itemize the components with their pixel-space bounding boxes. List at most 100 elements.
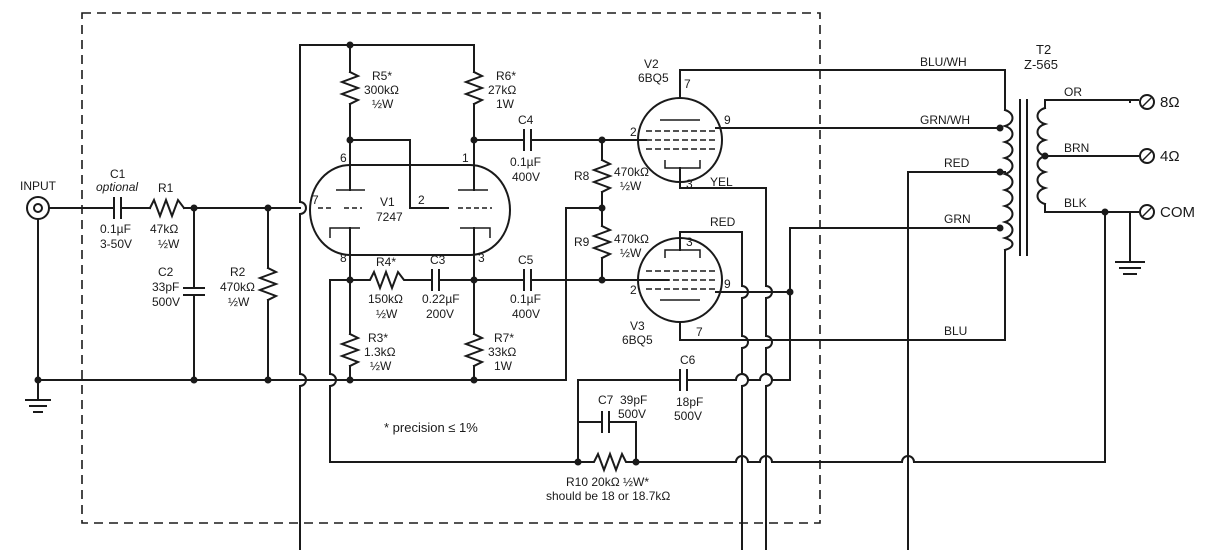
- r7-value: 33kΩ: [488, 345, 516, 359]
- c7-rating: 500V: [618, 407, 646, 421]
- r5-value: 300kΩ: [364, 83, 399, 97]
- r9-name: R9: [574, 235, 590, 249]
- r2-name: R2: [230, 265, 246, 279]
- r3-name: R3*: [368, 331, 388, 345]
- r9-resistor: [591, 207, 613, 281]
- c4-value: 0.1µF: [510, 155, 541, 169]
- r3-resistor: [339, 279, 361, 381]
- v3-pin-3: 3: [686, 235, 693, 249]
- r4-value: 150kΩ: [368, 292, 403, 306]
- r4-resistor: [349, 269, 431, 291]
- c7-capacitor: [577, 411, 637, 463]
- output-com-label: COM: [1160, 204, 1195, 221]
- r5-resistor: [339, 44, 361, 141]
- r8-name: R8: [574, 169, 590, 183]
- terminal-8-ohm: [1139, 94, 1155, 110]
- c3-capacitor: [431, 269, 475, 291]
- ground-symbol-input: [25, 399, 51, 413]
- wire-blu-wh: BLU/WH: [920, 55, 967, 69]
- c5-value: 0.1µF: [510, 292, 541, 306]
- v2-name: V2: [644, 57, 659, 71]
- v1-pin-3: 3: [478, 251, 485, 265]
- r6-name: R6*: [496, 69, 516, 83]
- wire-or: OR: [1064, 85, 1082, 99]
- c2-name: C2: [158, 265, 174, 279]
- r10-resistor: [577, 451, 637, 473]
- c3-name: C3: [430, 253, 446, 267]
- t2-transformer: [1001, 99, 1049, 256]
- c7-value: 39pF: [620, 393, 647, 407]
- r2-resistor: [257, 207, 279, 381]
- ground-symbol-output: [1115, 261, 1145, 275]
- r5-name: R5*: [372, 69, 392, 83]
- wire-blk: BLK: [1064, 196, 1087, 210]
- c3-value: 0.22µF: [422, 292, 460, 306]
- v1-pin-7: 7: [312, 193, 319, 207]
- r7-rating: 1W: [494, 359, 513, 373]
- c6-value: 18pF: [676, 395, 703, 409]
- v3-type: 6BQ5: [622, 333, 653, 347]
- c7-name: C7: [598, 393, 614, 407]
- c6-capacitor: [679, 369, 791, 391]
- v2-pin-3: 3: [686, 177, 693, 191]
- v3-pin-9: 9: [724, 277, 731, 291]
- r10-note: should be 18 or 18.7kΩ: [546, 489, 670, 503]
- c2-value: 33pF: [152, 280, 179, 294]
- c5-rating: 400V: [512, 307, 540, 321]
- wire-grn-wh: GRN/WH: [920, 113, 970, 127]
- r3-rating: ½W: [370, 359, 392, 373]
- r9-rating: ½W: [620, 246, 642, 260]
- output-8-ohm-label: 8Ω: [1160, 94, 1180, 111]
- c4-rating: 400V: [512, 170, 540, 184]
- c1-value: 0.1µF: [100, 222, 131, 236]
- r2-rating: ½W: [228, 295, 250, 309]
- v1-type: 7247: [376, 210, 403, 224]
- r1-name: R1: [158, 181, 174, 195]
- v1-pin-6: 6: [340, 151, 347, 165]
- v3-pin-2: 2: [630, 283, 637, 297]
- c1-capacitor: [61, 197, 151, 219]
- wire-grn: GRN: [944, 212, 971, 226]
- board-boundary: [81, 12, 821, 524]
- input-jack: [26, 196, 63, 401]
- c6-rating: 500V: [674, 409, 702, 423]
- v1-name: V1: [380, 195, 395, 209]
- r9-value: 470kΩ: [614, 232, 649, 246]
- v2-pin-9: 9: [724, 113, 731, 127]
- r1-rating: ½W: [158, 237, 180, 251]
- r5-rating: ½W: [372, 97, 394, 111]
- c4-capacitor: [473, 129, 641, 151]
- wire-red-v3: RED: [710, 215, 736, 229]
- r1-resistor: [148, 197, 186, 219]
- r10-label: R10 20kΩ ½W*: [566, 475, 649, 489]
- wire-yel: YEL: [710, 175, 733, 189]
- v1-pin-8: 8: [340, 251, 347, 265]
- v1-pin-1: 1: [462, 151, 469, 165]
- c3-rating: 200V: [426, 307, 454, 321]
- output-4-ohm-label: 4Ω: [1160, 148, 1180, 165]
- v3-pin-7: 7: [696, 325, 703, 339]
- terminal-com: [1139, 204, 1155, 220]
- v1-pin-2: 2: [418, 193, 425, 207]
- input-label: INPUT: [20, 179, 57, 193]
- r6-resistor: [463, 44, 485, 141]
- t2-model: Z-565: [1024, 57, 1058, 72]
- r4-rating: ½W: [376, 307, 398, 321]
- v2-pin-2: 2: [630, 125, 637, 139]
- r3-value: 1.3kΩ: [364, 345, 396, 359]
- c2-capacitor: [183, 207, 205, 381]
- c5-name: C5: [518, 253, 534, 267]
- wire-red: RED: [944, 156, 970, 170]
- v2-pin-7: 7: [684, 77, 691, 91]
- v2-type: 6BQ5: [638, 71, 669, 85]
- v3-name: V3: [630, 319, 645, 333]
- r2-value: 470kΩ: [220, 280, 255, 294]
- c1-rating: 3-50V: [100, 237, 132, 251]
- c2-rating: 500V: [152, 295, 180, 309]
- r8-value: 470kΩ: [614, 165, 649, 179]
- terminal-4-ohm: [1139, 148, 1155, 164]
- c6-name: C6: [680, 353, 696, 367]
- r4-name: R4*: [376, 255, 396, 269]
